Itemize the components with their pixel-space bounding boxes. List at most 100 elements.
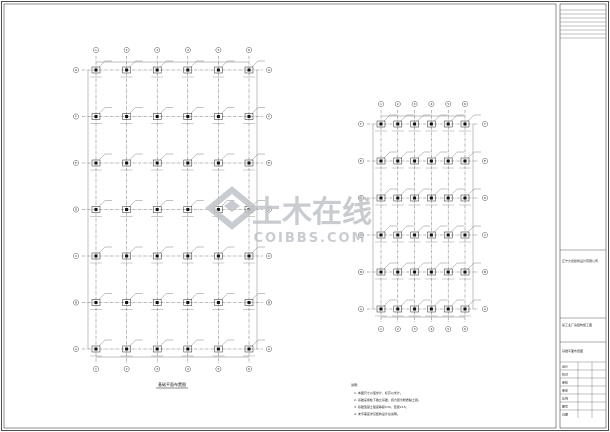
leader-line bbox=[400, 299, 407, 307]
column bbox=[186, 208, 190, 211]
footing bbox=[376, 305, 386, 313]
footing bbox=[91, 113, 101, 120]
title-block-frame bbox=[559, 3, 607, 429]
column bbox=[247, 301, 251, 304]
axis-label-left: F bbox=[360, 122, 362, 126]
axis-label-top: 5 bbox=[217, 48, 219, 52]
column bbox=[216, 68, 220, 72]
axis-bubble bbox=[184, 47, 191, 53]
leader-line bbox=[190, 200, 197, 207]
footing bbox=[427, 305, 436, 313]
axis-bubble bbox=[378, 326, 384, 332]
axis-bubble bbox=[411, 326, 418, 332]
leader-line bbox=[400, 262, 407, 270]
axis-label-right: B bbox=[268, 301, 270, 305]
column bbox=[216, 208, 220, 211]
axis-bubble bbox=[123, 47, 130, 53]
footing bbox=[91, 159, 101, 167]
axis-label-left: F bbox=[75, 115, 77, 119]
footing bbox=[410, 305, 419, 313]
column bbox=[413, 159, 417, 163]
column bbox=[463, 233, 467, 237]
title-block-revision-table bbox=[560, 9, 606, 343]
axis-label-right: A bbox=[484, 307, 487, 311]
footing bbox=[410, 194, 419, 202]
notes-heading: 说明： bbox=[351, 382, 360, 387]
axis-bubble bbox=[428, 101, 435, 107]
axis-label-bottom: 5 bbox=[447, 327, 449, 331]
leader-line bbox=[221, 200, 228, 207]
column bbox=[463, 159, 467, 163]
footing bbox=[376, 157, 386, 165]
leader-line bbox=[129, 339, 136, 347]
footing bbox=[152, 206, 162, 213]
axis-bubble bbox=[394, 326, 401, 332]
leader-line bbox=[190, 293, 197, 300]
column bbox=[247, 254, 251, 258]
axis-bubble bbox=[73, 346, 79, 352]
axis-bubble bbox=[123, 366, 130, 372]
watermark-main-text: 土木在线 bbox=[252, 195, 372, 230]
leader-line bbox=[467, 299, 475, 307]
leader-line bbox=[417, 262, 424, 270]
column bbox=[463, 122, 467, 126]
footing bbox=[393, 194, 403, 202]
footing bbox=[183, 299, 193, 306]
footing bbox=[122, 113, 131, 120]
axis-bubble bbox=[73, 160, 79, 166]
column bbox=[155, 115, 159, 118]
leader-line bbox=[190, 153, 197, 161]
axis-label-top: 2 bbox=[397, 102, 399, 106]
column bbox=[125, 301, 129, 304]
axis-label-left: G bbox=[75, 68, 78, 72]
footing bbox=[244, 252, 254, 260]
note-line-4: 4. 未尽事宜详见结构设计总说明。 bbox=[354, 411, 400, 416]
leader-line bbox=[221, 107, 228, 114]
column bbox=[94, 254, 98, 258]
leader-line bbox=[98, 107, 106, 114]
leader-line bbox=[451, 262, 458, 270]
footing bbox=[122, 252, 131, 260]
leader-line bbox=[98, 200, 106, 207]
footing bbox=[410, 157, 419, 165]
axis-bubble bbox=[246, 366, 252, 372]
leader-line bbox=[400, 114, 407, 122]
footing bbox=[410, 120, 419, 128]
leader-line bbox=[98, 339, 106, 347]
axis-bubble bbox=[358, 121, 364, 127]
footing bbox=[443, 268, 453, 276]
axis-bubble bbox=[482, 306, 488, 312]
footing bbox=[443, 157, 453, 165]
axis-label-top: 4 bbox=[187, 48, 189, 52]
leader-line bbox=[400, 188, 407, 196]
axis-bubble bbox=[73, 253, 79, 259]
footing bbox=[427, 194, 436, 202]
leader-line bbox=[251, 246, 259, 254]
leader-line bbox=[221, 153, 228, 161]
footing bbox=[410, 268, 419, 276]
column bbox=[413, 122, 417, 126]
axis-bubble bbox=[358, 195, 364, 201]
leader-line bbox=[400, 151, 407, 159]
leader-line bbox=[98, 60, 106, 68]
footing bbox=[244, 113, 254, 120]
axis-label-bottom: 2 bbox=[126, 367, 128, 371]
column bbox=[155, 301, 159, 304]
axis-label-top: 3 bbox=[156, 48, 158, 52]
leader-line bbox=[160, 339, 167, 347]
column bbox=[247, 68, 251, 72]
footing bbox=[152, 113, 162, 120]
axis-label-bottom: 5 bbox=[217, 367, 219, 371]
column bbox=[379, 122, 383, 126]
column bbox=[463, 270, 467, 274]
column bbox=[446, 270, 450, 274]
column bbox=[216, 161, 220, 165]
left-plan-title: 基础平面布置图 bbox=[158, 381, 186, 387]
leader-line bbox=[451, 151, 458, 159]
column bbox=[94, 115, 98, 118]
column bbox=[413, 233, 417, 237]
column bbox=[429, 307, 433, 311]
column bbox=[125, 347, 129, 351]
